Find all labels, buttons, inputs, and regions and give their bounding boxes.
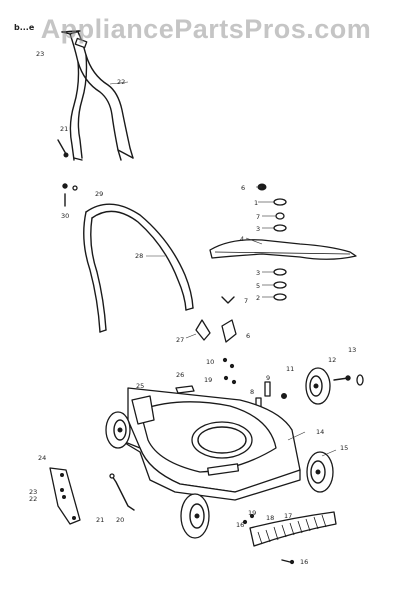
height-adjust-hardware bbox=[175, 357, 287, 408]
callout-20: 20 bbox=[116, 516, 124, 524]
callout-29: 29 bbox=[95, 190, 103, 198]
axle-hardware-12-13 bbox=[333, 374, 364, 386]
blade-hardware-stack bbox=[209, 183, 357, 301]
callout-11: 11 bbox=[286, 365, 294, 373]
callout-labels: 23 22 21 29 30 28 6 1 7 3 4 3 5 2 7 27 6… bbox=[29, 50, 356, 566]
callout-3: 3 bbox=[256, 225, 260, 233]
upper-handle bbox=[61, 30, 134, 161]
callout-21: 21 bbox=[96, 516, 104, 524]
callout-15: 15 bbox=[340, 444, 348, 452]
callout-4: 4 bbox=[240, 235, 244, 243]
callout-5: 5 bbox=[256, 282, 260, 290]
callout-16: 16 bbox=[236, 521, 244, 529]
callout-30: 30 bbox=[61, 212, 69, 220]
callout-13: 13 bbox=[348, 346, 356, 354]
wheel-rear-right bbox=[305, 367, 331, 405]
mower-deck bbox=[119, 387, 301, 501]
callout-27: 27 bbox=[176, 336, 184, 344]
callout-25: 25 bbox=[136, 382, 144, 390]
callout-22: 22 bbox=[29, 495, 37, 503]
callout-19: 19 bbox=[204, 376, 212, 384]
bolt-21-upper bbox=[57, 139, 69, 158]
callout-18: 18 bbox=[266, 514, 274, 522]
callout-1: 1 bbox=[254, 199, 258, 207]
callout-24: 24 bbox=[38, 454, 46, 462]
wheel-rear-left bbox=[105, 411, 131, 449]
callout-21: 21 bbox=[60, 125, 68, 133]
callout-6: 6 bbox=[241, 184, 245, 192]
callout-7: 7 bbox=[244, 297, 248, 305]
callout-22: 22 bbox=[117, 78, 125, 86]
callout-6: 6 bbox=[246, 332, 250, 340]
wheel-front-right bbox=[306, 451, 334, 493]
callout-7: 7 bbox=[256, 213, 260, 221]
callout-10: 10 bbox=[206, 358, 214, 366]
callout-9: 9 bbox=[266, 374, 270, 382]
adjuster-brackets bbox=[185, 296, 237, 343]
wheel-front-left bbox=[180, 493, 210, 539]
callout-19: 19 bbox=[248, 509, 256, 517]
side-bracket bbox=[49, 467, 81, 525]
callout-12: 12 bbox=[328, 356, 336, 364]
callout-23: 23 bbox=[29, 488, 37, 496]
callout-16: 16 bbox=[300, 558, 308, 566]
leader-lines bbox=[109, 81, 337, 457]
hardware-29-30 bbox=[62, 183, 78, 207]
callout-17: 17 bbox=[284, 512, 292, 520]
watermark: AppliancePartsPros.com bbox=[40, 14, 372, 44]
header-fragment: b...e bbox=[14, 23, 35, 32]
callout-2: 2 bbox=[256, 294, 260, 302]
grass-deflector bbox=[242, 511, 337, 565]
lower-handle bbox=[83, 203, 194, 333]
callout-23: 23 bbox=[36, 50, 44, 58]
callout-28: 28 bbox=[135, 252, 143, 260]
callout-26: 26 bbox=[176, 371, 184, 379]
callout-8: 8 bbox=[250, 388, 254, 396]
height-rod-20 bbox=[109, 473, 135, 511]
callout-14: 14 bbox=[316, 428, 324, 436]
callout-3: 3 bbox=[256, 269, 260, 277]
